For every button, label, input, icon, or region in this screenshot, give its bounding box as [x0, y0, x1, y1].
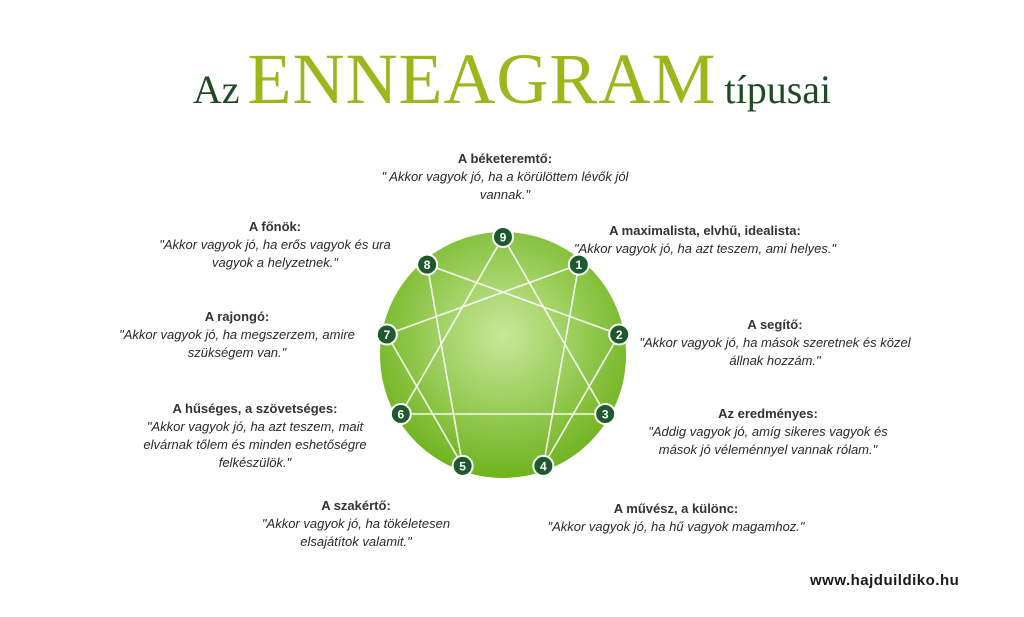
node-number-9: 9	[500, 231, 507, 245]
node-number-7: 7	[383, 328, 390, 342]
enneagram-line-5-7	[386, 334, 464, 467]
title-main: ENNEAGRAM	[247, 39, 717, 119]
enneagram-lines	[386, 236, 620, 467]
node-2: 2	[608, 323, 631, 346]
enneagram-line-4-2	[542, 334, 620, 467]
node-number-1: 1	[576, 258, 583, 272]
type-label-3: Az eredményes:"Addig vagyok jó, amíg sik…	[648, 406, 888, 457]
enneagram-line-6-9	[400, 236, 504, 415]
node-6: 6	[389, 403, 412, 425]
type-label-9: A béketeremtő:" Akkor vagyok jó, ha a kö…	[381, 151, 629, 202]
node-circle-5	[451, 454, 474, 477]
node-number-3: 3	[602, 408, 609, 422]
node-number-6: 6	[397, 408, 404, 422]
node-1: 1	[567, 253, 590, 276]
type-label-4: A művész, a különc:"Akkor vagyok jó, ha …	[547, 501, 805, 534]
type-label-8: A főnök:"Akkor vagyok jó, ha erős vagyok…	[159, 219, 391, 270]
node-number-8: 8	[424, 258, 431, 272]
type-label-7: A rajongó:"Akkor vagyok jó, ha megszerze…	[119, 309, 355, 360]
node-circle-3	[594, 403, 617, 425]
enneagram-line-1-4	[542, 264, 580, 467]
node-4: 4	[532, 454, 555, 477]
node-3: 3	[594, 403, 617, 425]
node-number-4: 4	[540, 459, 547, 473]
node-7: 7	[375, 323, 398, 346]
title-prefix: Az	[192, 67, 240, 112]
enneagram-line-8-5	[426, 264, 464, 467]
node-5: 5	[451, 454, 474, 477]
node-number-5: 5	[459, 459, 466, 473]
enneagram-nodes: 9 1 2 3 4 5 6 7 8	[375, 226, 631, 477]
enneagram-circle	[380, 232, 626, 478]
node-circle-1	[567, 253, 590, 276]
type-label-1: A maximalista, elvhű, idealista:"Akkor v…	[573, 223, 837, 256]
node-circle-6	[389, 403, 412, 425]
type-label-6: A hűséges, a szövetséges:"Akkor vagyok j…	[143, 401, 367, 470]
enneagram-line-2-8	[426, 263, 620, 336]
node-circle-9	[492, 226, 514, 248]
node-circle-2	[608, 323, 631, 346]
node-9: 9	[492, 226, 514, 248]
node-circle-4	[532, 454, 555, 477]
title-suffix: típusai	[724, 67, 832, 112]
website-link[interactable]: www.hajduildiko.hu	[810, 572, 960, 589]
enneagram-line-9-3	[502, 236, 606, 415]
type-label-5: A szakértő:"Akkor vagyok jó, ha tökélete…	[261, 498, 451, 549]
node-circle-8	[416, 253, 439, 276]
node-circle-7	[375, 323, 398, 346]
type-label-2: A segítő:"Akkor vagyok jó, ha mások szer…	[639, 317, 911, 368]
enneagram-line-7-1	[386, 263, 580, 336]
node-number-2: 2	[616, 328, 623, 342]
node-8: 8	[416, 253, 439, 276]
